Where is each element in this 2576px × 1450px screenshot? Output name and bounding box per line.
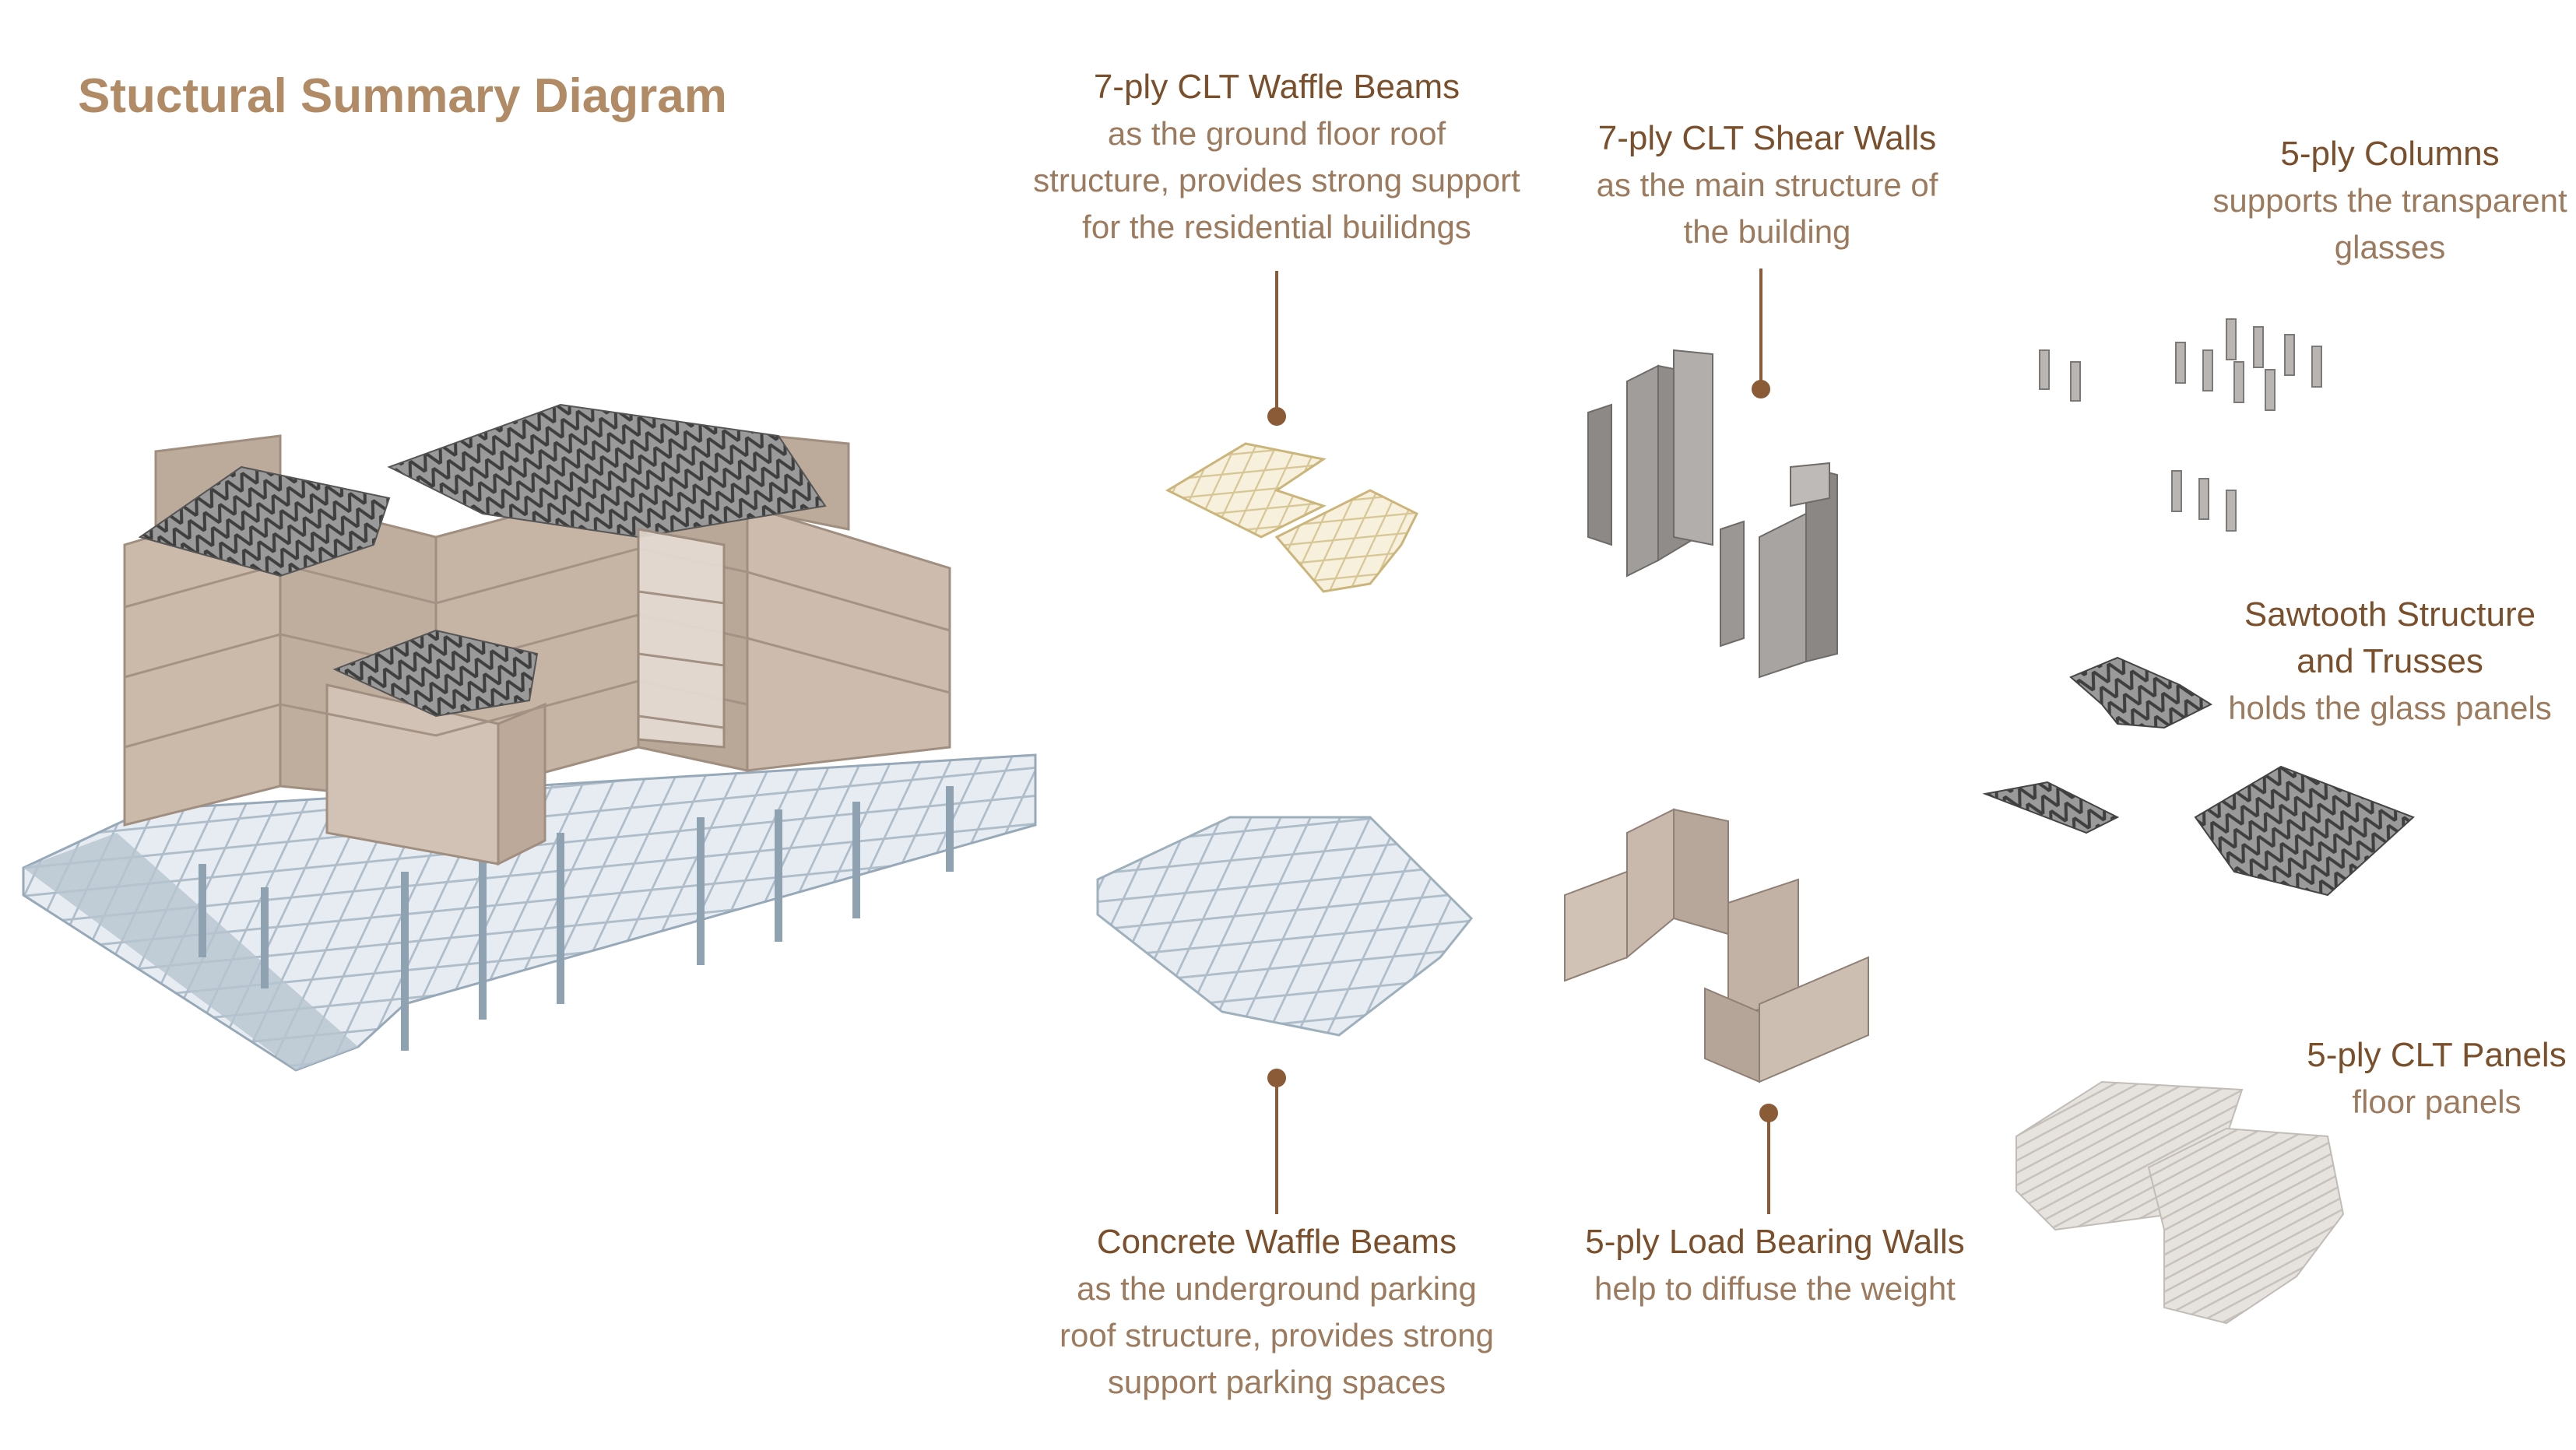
label-shear-walls: 7-ply CLT Shear Walls as the main struct… (1549, 115, 1985, 255)
load-bearing-walls-illustration (1564, 808, 1869, 1083)
leader-lines (1267, 269, 1778, 1214)
label-line: glasses (2334, 229, 2446, 265)
shear-walls-illustration (1587, 349, 1838, 679)
label-heading: 5-ply Load Bearing Walls (1585, 1223, 1965, 1261)
main-building-illustration (22, 403, 1037, 1072)
page-title: Stuctural Summary Diagram (78, 69, 727, 123)
label-line: roof structure, provides strong (1060, 1317, 1494, 1353)
label-line: floor panels (2352, 1083, 2522, 1120)
clt-waffle-beams-illustration (1165, 442, 1419, 593)
label-line: as the ground floor roof (1107, 115, 1446, 152)
label-heading: Sawtooth Structure (2244, 595, 2536, 634)
label-heading: 7-ply CLT Shear Walls (1597, 119, 1937, 157)
label-concrete-waffle: Concrete Waffle Beams as the underground… (1028, 1219, 1526, 1406)
sawtooth-trusses-illustration (1982, 656, 2415, 897)
label-line: support parking spaces (1107, 1364, 1446, 1400)
label-line: holds the glass panels (2228, 690, 2552, 726)
label-clt-panels: 5-ply CLT Panels floor panels (2273, 1032, 2576, 1125)
label-sawtooth: Sawtooth Structure and Trusses holds the… (2219, 592, 2561, 732)
label-line: help to diffuse the weight (1594, 1270, 1956, 1307)
label-heading: 5-ply Columns (2280, 135, 2500, 173)
label-heading: Concrete Waffle Beams (1096, 1223, 1457, 1261)
label-line: as the underground parking (1077, 1270, 1477, 1307)
label-heading: 7-ply CLT Waffle Beams (1093, 68, 1460, 106)
label-clt-waffle-beams: 7-ply CLT Waffle Beams as the ground flo… (1004, 64, 1549, 251)
label-heading: and Trusses (2297, 642, 2483, 680)
label-load-bearing-walls: 5-ply Load Bearing Walls help to diffuse… (1549, 1219, 2001, 1312)
columns-illustration (2039, 318, 2322, 532)
label-line: the building (1683, 213, 1851, 250)
clt-panels-illustration (2015, 1080, 2345, 1325)
label-heading: 5-ply CLT Panels (2307, 1036, 2567, 1074)
label-columns: 5-ply Columns supports the transparent g… (2195, 131, 2576, 271)
label-line: as the main structure of (1596, 167, 1938, 203)
concrete-waffle-beams-illustration (1096, 816, 1474, 1037)
label-line: structure, provides strong support (1033, 162, 1520, 198)
label-line: for the residential builidngs (1082, 209, 1471, 245)
label-line: supports the transparent (2212, 182, 2567, 219)
